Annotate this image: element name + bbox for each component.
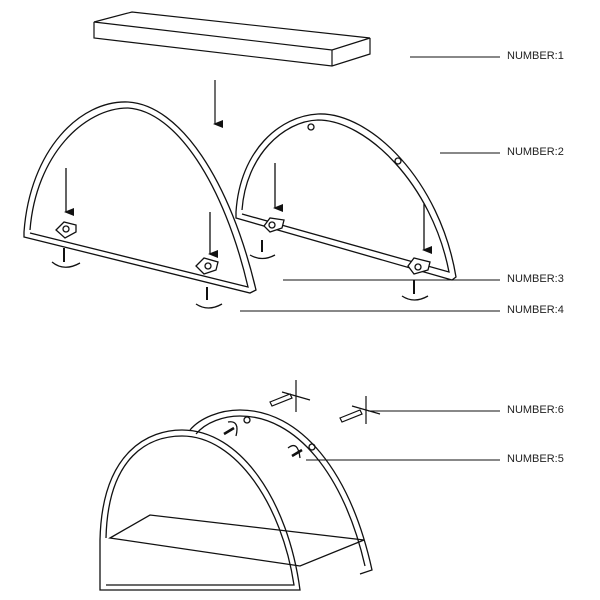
label-number-4: NUMBER:4 <box>507 304 564 316</box>
label-number-6: NUMBER:6 <box>507 404 564 416</box>
shelf-board <box>93 11 371 67</box>
assembled-shelf <box>99 409 373 591</box>
leader-lines <box>240 56 500 461</box>
wall-anchors <box>269 380 381 424</box>
label-number-2: NUMBER:2 <box>507 146 564 158</box>
left-frame <box>23 101 257 309</box>
label-number-5: NUMBER:5 <box>507 453 564 465</box>
label-number-3: NUMBER:3 <box>507 273 564 285</box>
right-frame <box>235 113 457 301</box>
label-number-1: NUMBER:1 <box>507 50 564 62</box>
